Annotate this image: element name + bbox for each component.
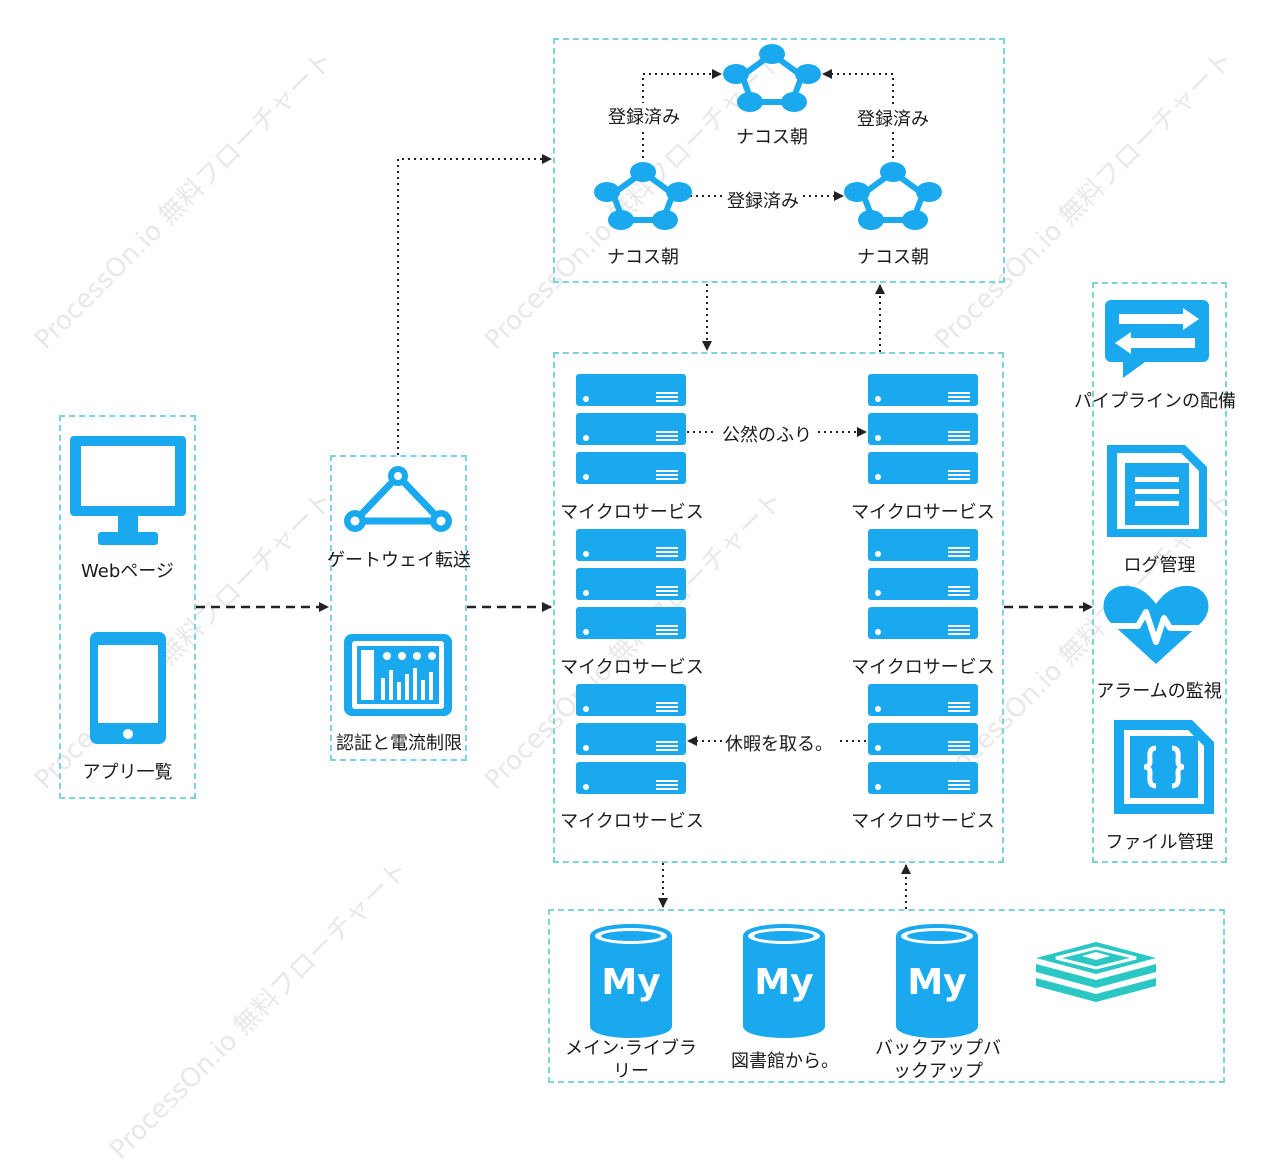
nacos-right-label: ナコス朝 xyxy=(857,247,929,268)
microservice-label: マイクロサービス xyxy=(851,811,995,832)
server-icon xyxy=(868,529,978,639)
redis-stack-icon xyxy=(1036,942,1156,1002)
mysql-icon: My xyxy=(588,922,674,1040)
main-library-label: メイン·ライブラリー xyxy=(565,1038,697,1082)
nacos-cluster-icon-right xyxy=(844,162,942,230)
nacos-cluster-icon-left xyxy=(594,162,692,230)
server-icon xyxy=(576,374,686,484)
nacos-cluster-icon-top xyxy=(723,44,821,112)
nacos-left-label: ナコス朝 xyxy=(607,247,679,268)
server-icon xyxy=(868,684,978,794)
mysql-badge: My xyxy=(601,962,661,1003)
registry-group xyxy=(553,38,1005,283)
registry-edge-right-label: 登録済み xyxy=(843,105,943,131)
microservice-label: マイクロサービス xyxy=(851,502,995,523)
services-edge-top-label: 公然のふり xyxy=(722,425,812,446)
microservice-label: マイクロサービス xyxy=(851,657,995,678)
mysql-badge: My xyxy=(754,962,814,1003)
storage-group xyxy=(548,909,1225,1083)
app-list-label: アプリ一覧 xyxy=(82,762,173,783)
nacos-top-label: ナコス朝 xyxy=(736,127,808,148)
auth-rate-limit-label: 認証と電流制限 xyxy=(336,733,462,754)
arrow-gateway-registry xyxy=(397,154,552,455)
replica-library-label: 図書館から。 xyxy=(731,1051,839,1072)
document-icon xyxy=(1107,445,1207,537)
pipeline-label: パイプラインの配備 xyxy=(1074,391,1236,412)
alarm-monitor-label: アラームの監視 xyxy=(1096,681,1222,702)
edge-registry-right xyxy=(822,69,894,158)
microservice-label: マイクロサービス xyxy=(560,502,704,523)
code-file-icon xyxy=(1114,720,1214,814)
server-icon xyxy=(868,374,978,484)
clients-group xyxy=(59,415,196,799)
mysql-badge: My xyxy=(907,962,967,1003)
microservice-label: マイクロサービス xyxy=(560,657,704,678)
mysql-icon: My xyxy=(741,922,827,1040)
registry-edge-bottom-label: 登録済み xyxy=(727,191,799,212)
backup-label: バックアップバックアップ xyxy=(875,1038,1001,1082)
registry-edge-left-label: 登録済み xyxy=(594,103,694,129)
gateway-group xyxy=(330,455,467,761)
gateway-triangle-icon xyxy=(344,466,452,532)
server-icon xyxy=(576,529,686,639)
control-panel-icon xyxy=(344,634,452,716)
gateway-forward-label: ゲートウェイ転送 xyxy=(327,550,471,571)
connectors xyxy=(196,69,1093,909)
monitor-icon xyxy=(70,436,186,545)
ops-group xyxy=(1092,282,1227,863)
mysql-icon: My xyxy=(894,922,980,1040)
services-edge-bottom-label: 休暇を取る。 xyxy=(725,734,833,755)
server-icon xyxy=(576,684,686,794)
file-management-label: ファイル管理 xyxy=(1105,832,1214,853)
pipeline-icon xyxy=(1105,300,1209,378)
edge-registry-left xyxy=(642,69,722,158)
heart-pulse-icon xyxy=(1103,585,1209,664)
services-group xyxy=(553,352,1004,863)
phone-icon xyxy=(90,632,166,744)
web-page-label: Webページ xyxy=(81,561,174,582)
log-management-label: ログ管理 xyxy=(1123,555,1196,576)
microservice-label: マイクロサービス xyxy=(560,811,704,832)
